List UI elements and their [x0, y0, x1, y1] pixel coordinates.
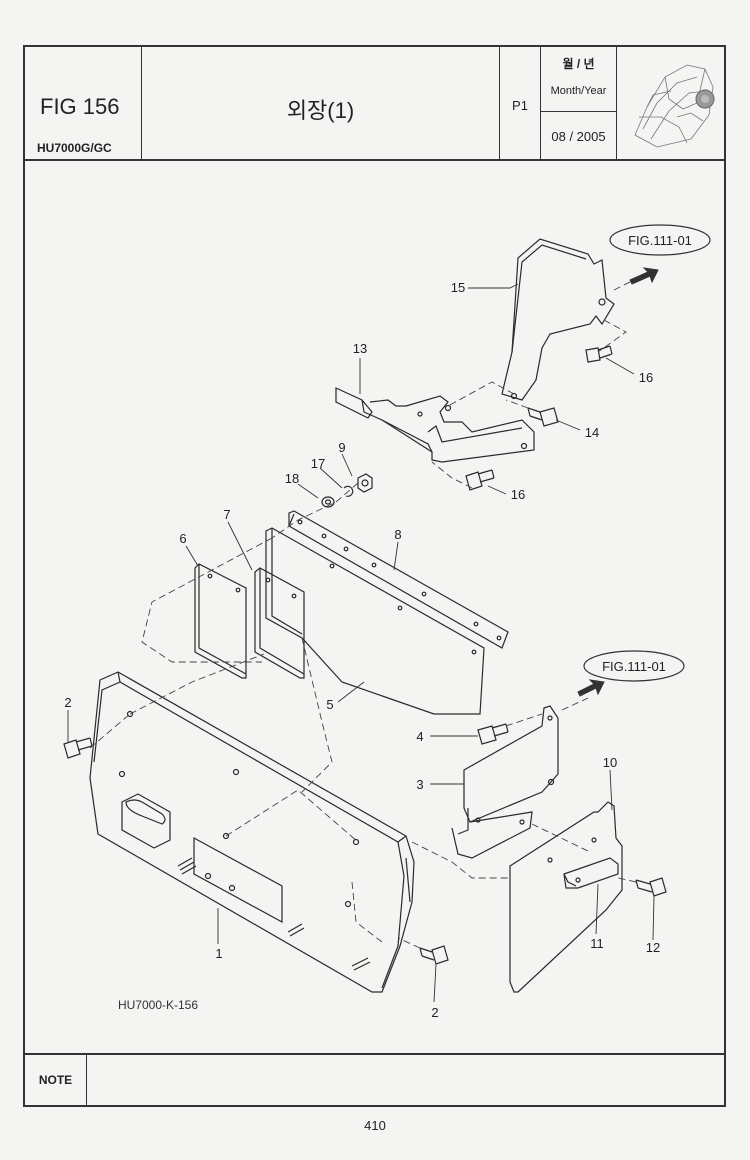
callout-14: 14: [585, 425, 599, 440]
bolt-16-top-shape: [585, 345, 613, 363]
title-cell: 외장(1): [142, 47, 500, 159]
callout-15: 15: [451, 280, 465, 295]
bracket-13-shape: [335, 387, 535, 463]
drawing-id: HU7000-K-156: [118, 998, 198, 1012]
page-code: P1: [512, 98, 528, 113]
bolt-2-upper-shape: [63, 737, 93, 759]
date-cell: 월 / 년 Month/Year 08 / 2005: [541, 47, 617, 159]
callout-2-upper: 2: [64, 695, 71, 710]
fig-ref-bottom-label: FIG.111-01: [602, 659, 666, 674]
month-year-label: Month/Year: [550, 85, 607, 97]
plate-6-shape: [194, 563, 247, 679]
date-divider: [541, 111, 616, 112]
washer-18-shape: [321, 496, 335, 508]
month-year-korean-label: 월 / 년: [562, 57, 595, 71]
exploded-parts-diagram: FIG.111-01 FIG.111-01: [63, 224, 711, 1020]
nut-9-shape: [357, 473, 373, 493]
bolt-4-shape: [477, 723, 509, 745]
header-block: FIG 156 HU7000G/GC 외장(1) P1 월 / 년 Month/…: [25, 47, 724, 161]
callout-16-top: 16: [639, 370, 653, 385]
callout-4: 4: [416, 729, 423, 744]
page-code-cell: P1: [500, 47, 541, 159]
arrow-to-fig-ref-top: [629, 267, 659, 285]
note-row: NOTE: [25, 1053, 724, 1105]
bolt-2-lower-shape: [419, 945, 449, 965]
plate-10-shape: [509, 801, 623, 993]
callout-12: 12: [646, 940, 660, 955]
issue-date: 08 / 2005: [551, 129, 606, 144]
fig-number: FIG 156: [40, 94, 120, 119]
panel-5-shape: [265, 527, 485, 715]
bolt-14-shape: [527, 407, 559, 427]
model-code: HU7000G/GC: [37, 141, 112, 155]
bracket-15-shape: [501, 238, 615, 401]
callout-16-bottom: 16: [511, 487, 525, 502]
callout-17: 17: [311, 456, 325, 471]
callout-10: 10: [603, 755, 617, 770]
callout-13: 13: [353, 341, 367, 356]
clip-11-shape: [563, 857, 619, 889]
callout-18: 18: [285, 471, 299, 486]
strip-8-shape: [288, 510, 509, 649]
bolt-12-shape: [635, 877, 667, 897]
callout-5: 5: [326, 697, 333, 712]
callout-7: 7: [223, 507, 230, 522]
callout-3: 3: [416, 777, 423, 792]
callout-6: 6: [179, 531, 186, 546]
lock-washer-17-shape: [343, 485, 354, 497]
machine-thumbnail-image: [634, 64, 715, 148]
fig-ref-top: FIG.111-01: [609, 224, 711, 256]
callout-1: 1: [215, 946, 222, 961]
callout-9: 9: [338, 440, 345, 455]
machine-thumbnail-cell: [617, 47, 726, 159]
callout-11: 11: [590, 936, 604, 951]
fig-cell: FIG 156 HU7000G/GC: [25, 47, 142, 159]
arrow-to-fig-ref-bottom: [577, 679, 605, 697]
page-number: 410: [364, 1118, 386, 1133]
callout-8: 8: [394, 527, 401, 542]
callout-2-lower: 2: [431, 1005, 438, 1020]
page-title: 외장(1): [286, 98, 355, 123]
bracket-3-shape: [451, 705, 559, 859]
fig-ref-top-label: FIG.111-01: [628, 233, 692, 248]
cover-1-shape: [89, 671, 415, 993]
fig-ref-bottom: FIG.111-01: [583, 650, 685, 682]
bolt-16-bottom-shape: [465, 469, 495, 491]
plate-7-shape: [254, 567, 305, 679]
note-label: NOTE: [25, 1055, 87, 1105]
parts-sheet-frame: FIG 156 HU7000G/GC 외장(1) P1 월 / 년 Month/…: [23, 45, 726, 1107]
